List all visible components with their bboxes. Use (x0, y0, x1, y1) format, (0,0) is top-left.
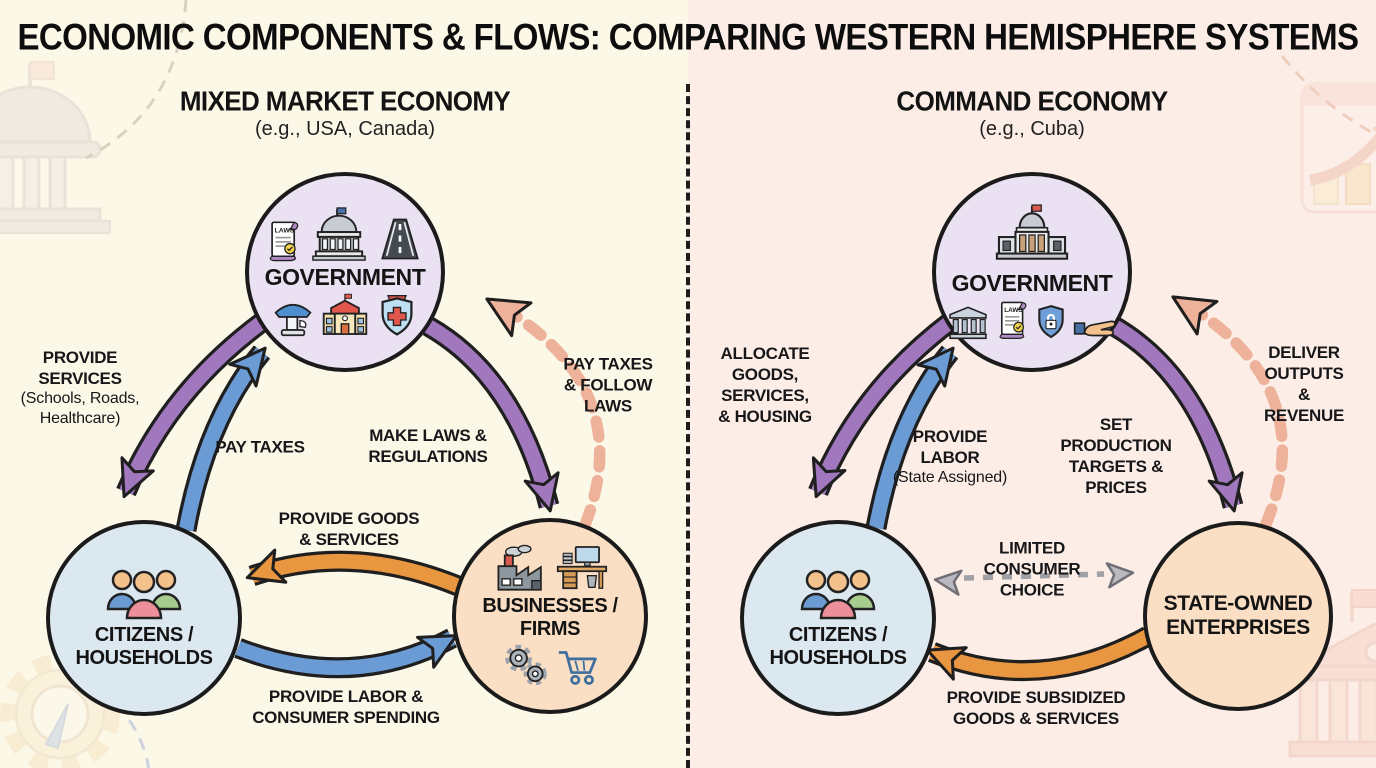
government-label: GOVERNMENT (951, 270, 1113, 297)
node-citizens-right: CITIZENS / HOUSEHOLDS (740, 520, 936, 716)
people-group-icon (106, 569, 182, 620)
flow-label-pay-taxes-follow-laws: PAY TAXES & FOLLOW LAWS (563, 354, 653, 416)
capitol-building-icon (312, 206, 366, 261)
fountain-icon (274, 304, 312, 337)
road-icon (381, 218, 419, 259)
flow-label-provide-services: PROVIDE SERVICES (Schools, Roads, Health… (21, 326, 140, 450)
school-building-icon (322, 294, 368, 336)
node-citizens-left: CITIZENS / HOUSEHOLDS (46, 520, 242, 716)
factory-icon (497, 544, 542, 591)
flow-label-provide-goods: PROVIDE GOODS & SERVICES (278, 508, 420, 549)
page-title: ECONOMIC COMPONENTS & FLOWS: COMPARING W… (17, 16, 1360, 58)
node-government-left: LAWS (245, 172, 445, 372)
flow-label-provide-labor-state: PROVIDE LABOR (State Assigned) (893, 405, 1007, 509)
laws-scroll-icon: LAWS (999, 301, 1026, 339)
businesses-icons-top (493, 544, 608, 592)
flow-label-provide-labor: PROVIDE LABOR & CONSUMER SPENDING (252, 686, 440, 727)
flow-label-text: PROVIDE LABOR (912, 427, 988, 468)
government-label: GOVERNMENT (264, 263, 426, 290)
open-hand-icon (1073, 320, 1116, 337)
businesses-label: BUSINESSES / FIRMS (482, 595, 618, 640)
node-government-right: GOVERNMENT LAWS (932, 172, 1132, 372)
flow-label-make-laws: MAKE LAWS & REGULATIONS (368, 425, 488, 466)
citizens-label: CITIZENS / HOUSEHOLDS (75, 624, 213, 669)
government-icons-top: LAWS (267, 206, 423, 262)
node-enterprises-right: STATE-OWNED ENTERPRISES (1143, 521, 1333, 711)
bank-columns-icon (948, 306, 987, 339)
people-group-icon (800, 569, 876, 620)
svg-text:LAWS: LAWS (275, 227, 295, 234)
businesses-icons-bottom (502, 643, 599, 688)
flow-label-set-production: SET PRODUCTION TARGETS & PRICES (1060, 414, 1172, 498)
node-businesses-left: BUSINESSES / FIRMS (452, 518, 648, 714)
flow-label-provide-subsidized: PROVIDE SUBSIDIZED GOODS & SERVICES (946, 687, 1126, 728)
svg-text:LAWS: LAWS (1004, 307, 1023, 314)
left-panel-subheading: (e.g., USA, Canada) (254, 118, 436, 140)
left-panel-heading: MIXED MARKET ECONOMY (179, 84, 511, 118)
gears-icon (504, 644, 547, 686)
flow-label-allocate-goods: ALLOCATE GOODS, SERVICES, & HOUSING (718, 343, 812, 427)
laws-scroll-icon: LAWS (269, 221, 299, 261)
capitol-building-icon (995, 204, 1069, 260)
shopping-cart-icon (558, 650, 597, 685)
panel-divider (686, 84, 690, 768)
flow-label-pay-taxes: PAY TAXES (215, 437, 305, 457)
flow-label-limited-choice: LIMITED CONSUMER CHOICE (983, 538, 1081, 600)
right-panel-subheading: (e.g., Cuba) (979, 118, 1085, 140)
flow-label-note: (State Assigned) (892, 469, 1008, 487)
lock-shield-icon (1037, 304, 1064, 339)
government-icons-bottom (273, 293, 417, 338)
citizens-label: CITIZENS / HOUSEHOLDS (769, 624, 907, 669)
enterprises-label: STATE-OWNED ENTERPRISES (1163, 592, 1313, 639)
flow-label-text: PROVIDE SERVICES (38, 348, 122, 389)
office-desk-icon (556, 546, 607, 590)
health-shield-icon (381, 295, 413, 337)
flow-label-note: (Schools, Roads, Healthcare) (20, 390, 140, 428)
right-panel-heading: COMMAND ECONOMY (896, 84, 1168, 118)
flow-label-deliver-outputs: DELIVER OUTPUTS & REVENUE (1263, 342, 1345, 426)
government-icons-bottom: LAWS (946, 300, 1119, 340)
